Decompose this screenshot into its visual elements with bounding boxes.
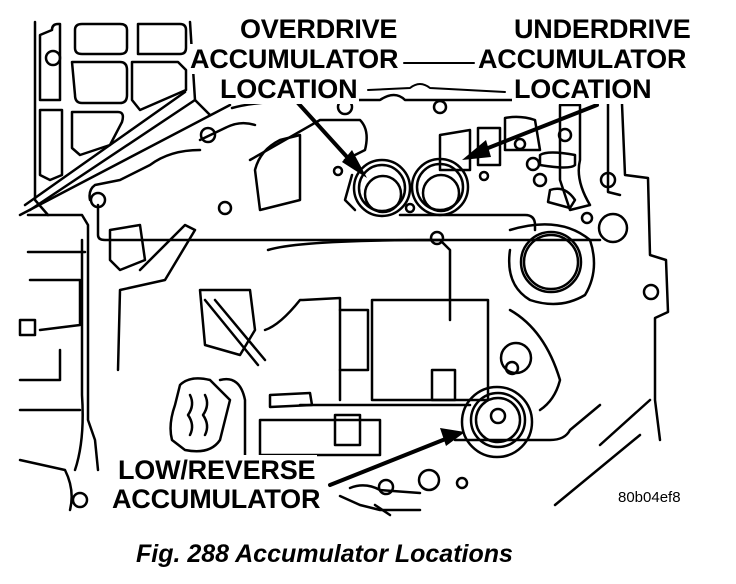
underdrive-arrow-head <box>462 140 491 160</box>
figure-caption: Fig. 288 Accumulator Locations <box>136 540 513 568</box>
low-reverse-accumulator <box>453 385 652 507</box>
overdrive-arrow-head <box>342 150 367 178</box>
bolt-holes <box>71 98 660 509</box>
leader-line-location <box>367 83 506 93</box>
leader-lines <box>367 62 506 93</box>
right-bore <box>499 212 629 412</box>
overdrive-label-line1: OVERDRIVE <box>238 14 400 44</box>
underdrive-label-line1: UNDERDRIVE <box>512 14 693 44</box>
underdrive-label-line2: ACCUMULATOR <box>476 44 689 74</box>
lower-components <box>108 223 490 462</box>
left-casting <box>18 238 87 512</box>
underdrive-accumulator <box>410 157 470 217</box>
underdrive-arrow-line <box>476 103 599 154</box>
overdrive-accumulator <box>343 158 412 218</box>
lower-linkage <box>338 484 422 517</box>
overdrive-label-line3: LOCATION <box>218 74 360 104</box>
figure-id: 80b04ef8 <box>618 489 681 506</box>
low-reverse-arrow-head <box>440 428 465 446</box>
wiring-connector <box>169 377 232 453</box>
overdrive-label-line2: ACCUMULATOR <box>188 44 401 74</box>
callout-arrows <box>296 101 599 487</box>
low-reverse-label-line1: LOW/REVERSE <box>116 455 318 485</box>
low-reverse-arrow-line <box>328 436 450 487</box>
low-reverse-label-line2: ACCUMULATOR <box>110 484 323 514</box>
underdrive-label-line3: LOCATION <box>512 74 654 104</box>
